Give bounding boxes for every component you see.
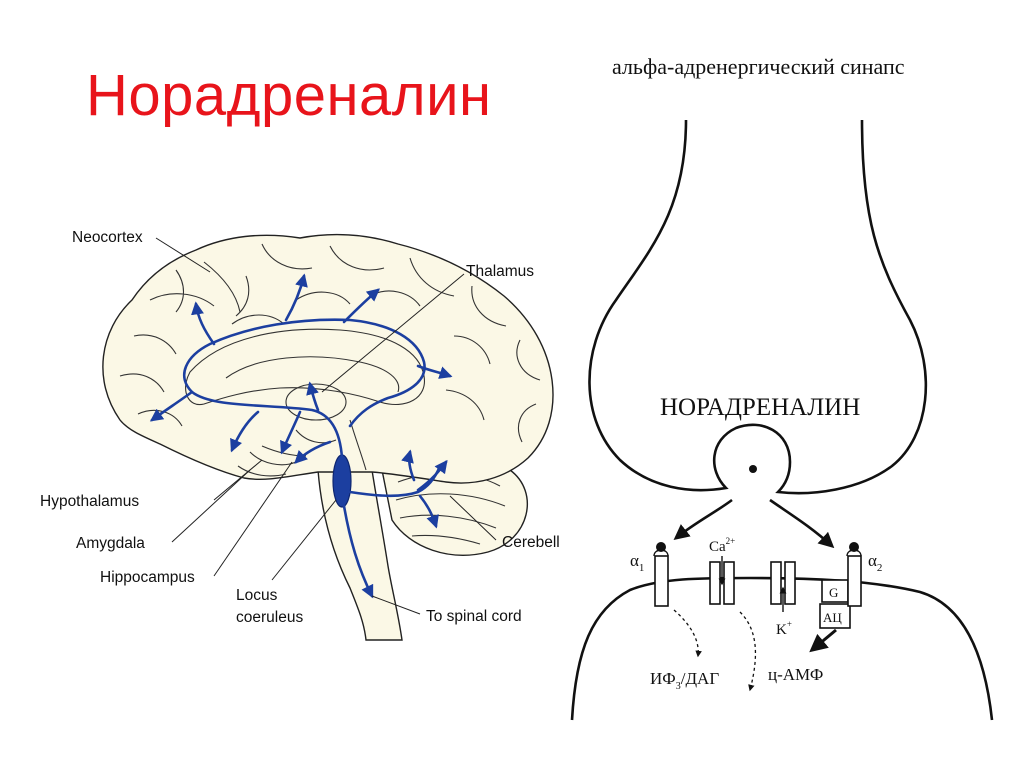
k-symbol: K: [776, 622, 787, 638]
alpha2-label: α2: [868, 551, 882, 574]
dag-label: /ДАГ: [681, 669, 720, 688]
locus-coeruleus: [332, 454, 352, 508]
alpha2-symbol: α: [868, 551, 877, 570]
ip3-subscript: 3: [676, 681, 681, 692]
label-hypothalamus: Hypothalamus: [40, 493, 139, 510]
ip3-dag-label: ИФ3/ДАГ: [650, 669, 719, 692]
adenylate-cyclase-box: [819, 603, 851, 629]
vesicle-dot: [749, 465, 757, 473]
alpha1-receptor: [654, 555, 669, 607]
alpha1-label: α1: [630, 551, 644, 574]
alpha2-receptor: [847, 555, 862, 607]
k-channel-right: [784, 561, 796, 605]
alpha1-subscript: 1: [639, 562, 645, 574]
postsynaptic-membrane: [570, 576, 994, 721]
label-neocortex: Neocortex: [72, 229, 143, 246]
ca-label: Ca2+: [709, 536, 735, 555]
ca-channel-right: [723, 561, 735, 605]
synapse-diagram: альфа-адренергический синапс НОРАДРЕНАЛИ…: [570, 54, 994, 721]
label-cerebell: Cerebell: [502, 534, 560, 551]
label-hippocampus: Hippocampus: [100, 569, 195, 586]
ca-symbol: Ca: [709, 539, 726, 555]
g-protein-label: G: [829, 585, 838, 600]
adenylate-cyclase-label: АЦ: [823, 610, 842, 625]
alpha2-subscript: 2: [877, 562, 883, 574]
ip3-label: ИФ: [650, 669, 676, 688]
k-label: K+: [776, 619, 792, 638]
page-title: Норадреналин: [86, 63, 492, 128]
k-superscript: +: [787, 619, 792, 629]
synapse-caption: альфа-адренергический синапс: [612, 54, 905, 79]
brain-leader-lines: [155, 237, 497, 615]
brain-illustration: [102, 233, 554, 641]
k-channel-left: [770, 561, 782, 605]
presynaptic-terminal: [588, 119, 928, 495]
label-coeruleus: coeruleus: [236, 609, 303, 626]
brain-labels: Neocortex Thalamus Hypothalamus Amygdala…: [40, 229, 560, 626]
label-spinal-cord: To spinal cord: [426, 608, 522, 625]
ca-channel-left: [709, 561, 721, 605]
cerebrum: [102, 233, 554, 484]
alpha1-symbol: α: [630, 551, 639, 570]
brainstem: [317, 469, 403, 641]
label-amygdala: Amygdala: [76, 535, 145, 552]
camp-label: ц-АМФ: [768, 665, 823, 684]
ca-superscript: 2+: [726, 536, 736, 546]
label-locus: Locus: [236, 587, 278, 604]
noradrenergic-pathways: [149, 273, 453, 599]
label-thalamus: Thalamus: [466, 263, 534, 280]
synapse-neurotransmitter-label: НОРАДРЕНАЛИН: [660, 394, 860, 421]
